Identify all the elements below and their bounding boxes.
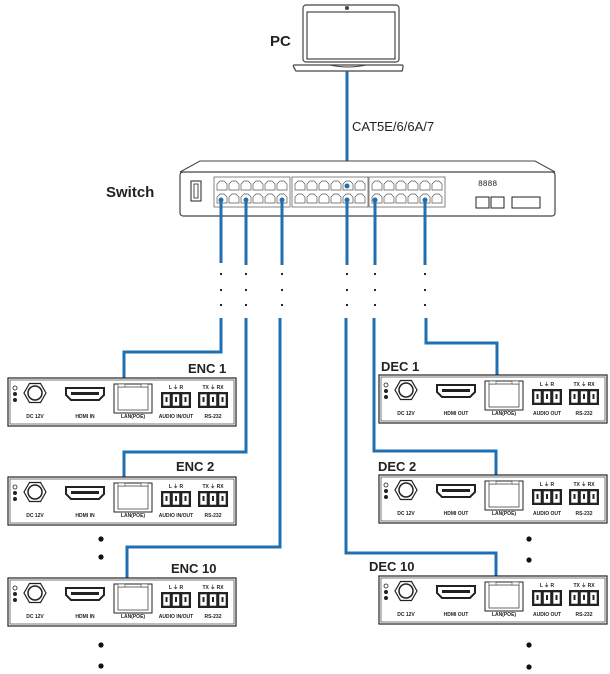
switch-port: [330, 180, 342, 191]
hdmi-label: HDMI IN: [75, 614, 95, 620]
serial-pins-label: TX ⏚ RX: [202, 483, 224, 490]
lan-label: LAN(POE): [121, 414, 146, 420]
av-device-panel: DC 12V HDMI OUT LAN(POE) AUDIO OUT L ⏚ R RS-2…: [378, 575, 608, 625]
switch-port: [318, 193, 330, 204]
audio-label: AUDIO IN/OUT: [159, 513, 193, 519]
switch-port: [228, 180, 240, 191]
av-device-panel: DC 12V HDMI IN LAN(POE) AUDIO IN/OUT L ⏚ R RS…: [7, 577, 237, 627]
dec10-label: DEC 10: [369, 559, 415, 574]
switch-port: [306, 180, 318, 191]
continuation-dots: [219, 272, 427, 307]
switch-port: [264, 193, 276, 204]
power-label: DC 12V: [26, 414, 44, 420]
hdmi-label: HDMI IN: [75, 414, 95, 420]
hdmi-label: HDMI IN: [75, 513, 95, 519]
dec2-cable: [372, 318, 498, 485]
switch-port: [383, 180, 395, 191]
av-device-panel: DC 12V HDMI OUT LAN(POE) AUDIO OUT L ⏚ R RS-2…: [378, 474, 608, 524]
audio-label: AUDIO IN/OUT: [159, 614, 193, 620]
power-label: DC 12V: [26, 614, 44, 620]
switch-port: [252, 180, 264, 191]
av-device-panel: DC 12V HDMI IN LAN(POE) AUDIO IN/OUT L ⏚ R RS…: [7, 476, 237, 526]
switch-port: [216, 180, 228, 191]
enc1-cable: [122, 318, 223, 384]
power-label: DC 12V: [26, 513, 44, 519]
switch-port: [371, 180, 383, 191]
lan-label: LAN(POE): [492, 612, 517, 618]
serial-pins-label: TX ⏚ RX: [573, 381, 595, 388]
serial-label: RS-232: [205, 414, 222, 420]
switch-port: [419, 180, 431, 191]
serial-label: RS-232: [576, 411, 593, 417]
switch-label: Switch: [106, 184, 154, 201]
switch-port: [330, 193, 342, 204]
switch-port: [306, 193, 318, 204]
switch-port: [395, 193, 407, 204]
av-device-panel: DC 12V HDMI IN LAN(POE) AUDIO IN/OUT L ⏚ R RS…: [7, 377, 237, 427]
hdmi-label: HDMI OUT: [444, 612, 469, 618]
audio-pins-label: L ⏚ R: [540, 381, 555, 388]
power-label: DC 12V: [397, 612, 415, 618]
hdmi-label: HDMI OUT: [444, 411, 469, 417]
serial-pins-label: TX ⏚ RX: [573, 481, 595, 488]
lan-label: LAN(POE): [492, 411, 517, 417]
enc2-label: ENC 2: [176, 459, 214, 474]
switch-port: [228, 193, 240, 204]
switch-port: [252, 193, 264, 204]
enc1-label: ENC 1: [188, 361, 226, 376]
switch-port: [276, 180, 288, 191]
audio-pins-label: L ⏚ R: [169, 483, 184, 490]
switch-port: [294, 180, 306, 191]
av-device-panel: DC 12V HDMI OUT LAN(POE) AUDIO OUT L ⏚ R RS-2…: [378, 374, 608, 424]
audio-pins-label: L ⏚ R: [169, 584, 184, 591]
audio-pins-label: L ⏚ R: [540, 582, 555, 589]
switch-port: [431, 193, 443, 204]
lan-label: LAN(POE): [121, 513, 146, 519]
enc10-cable: [125, 318, 282, 590]
switch-port: [407, 193, 419, 204]
serial-pins-label: TX ⏚ RX: [202, 384, 224, 391]
cables: [122, 200, 499, 590]
audio-label: AUDIO IN/OUT: [159, 414, 193, 420]
switch-port: [240, 180, 252, 191]
enc2-cable: [122, 318, 248, 480]
svg-text:8888: 8888: [478, 180, 497, 189]
switch-port: [354, 193, 366, 204]
audio-pins-label: L ⏚ R: [169, 384, 184, 391]
switch-port: [294, 193, 306, 204]
serial-pins-label: TX ⏚ RX: [202, 584, 224, 591]
laptop-icon: [292, 4, 404, 72]
audio-label: AUDIO OUT: [533, 411, 561, 417]
more-devices-dots: [98, 536, 532, 670]
dec10-cable: [344, 318, 498, 590]
serial-label: RS-232: [205, 614, 222, 620]
lan-label: LAN(POE): [492, 511, 517, 517]
lan-label: LAN(POE): [121, 614, 146, 620]
hdmi-label: HDMI OUT: [444, 511, 469, 517]
audio-pins-label: L ⏚ R: [540, 481, 555, 488]
pc-label: PC: [270, 33, 291, 50]
switch-port: [407, 180, 419, 191]
audio-label: AUDIO OUT: [533, 612, 561, 618]
serial-pins-label: TX ⏚ RX: [573, 582, 595, 589]
cable-type-label: CAT5E/6/6A/7: [352, 119, 434, 134]
switch-port: [431, 180, 443, 191]
enc10-label: ENC 10: [171, 561, 217, 576]
serial-label: RS-232: [205, 513, 222, 519]
serial-label: RS-232: [576, 511, 593, 517]
audio-label: AUDIO OUT: [533, 511, 561, 517]
switch-port: [318, 180, 330, 191]
switch-port: [354, 180, 366, 191]
serial-label: RS-232: [576, 612, 593, 618]
dec1-label: DEC 1: [381, 359, 419, 374]
switch-port: [395, 180, 407, 191]
switch-icon: 8888: [179, 160, 556, 217]
power-label: DC 12V: [397, 511, 415, 517]
dec2-label: DEC 2: [378, 459, 416, 474]
power-label: DC 12V: [397, 411, 415, 417]
dec1-cable: [424, 318, 499, 383]
switch-port: [264, 180, 276, 191]
switch-port: [383, 193, 395, 204]
